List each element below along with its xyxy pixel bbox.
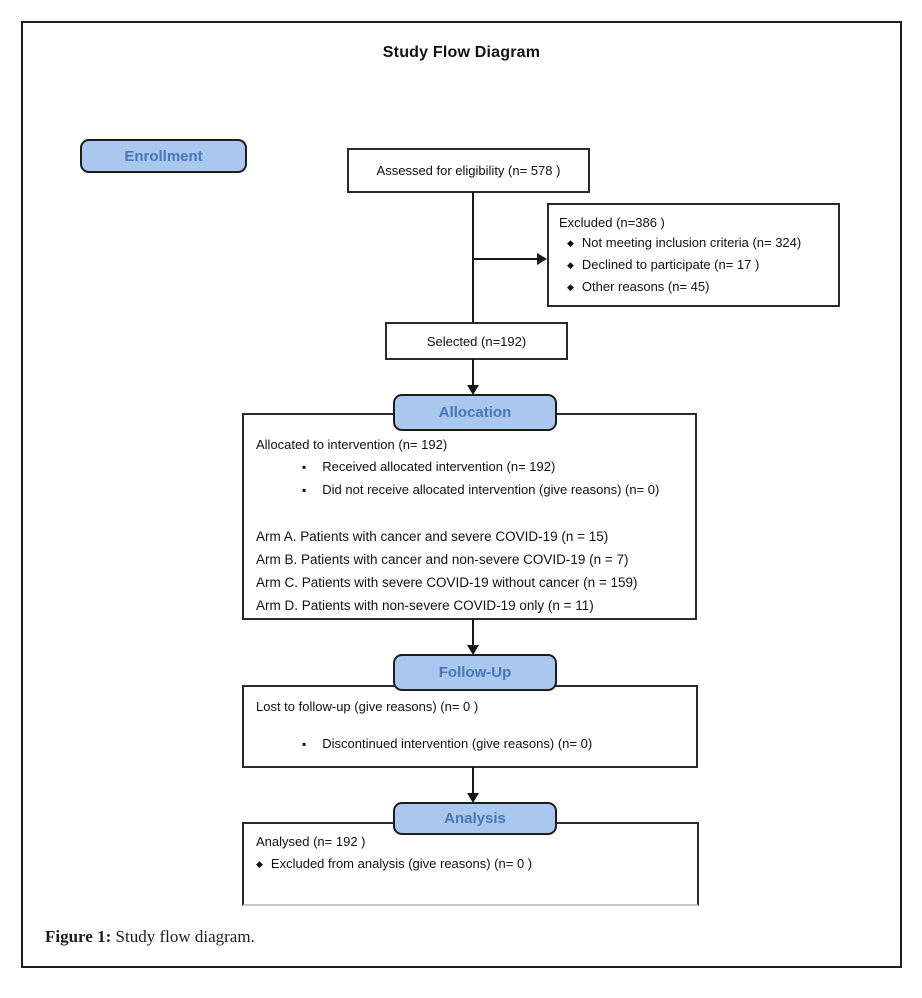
allocation-stage-text: Allocation — [438, 404, 512, 421]
allocation-bullet: ▪ Received allocated intervention (n= 19… — [302, 457, 687, 477]
followup-box: Lost to follow-up (give reasons) (n= 0 )… — [242, 685, 698, 768]
allocation-bullet: ▪ Did not receive allocated intervention… — [302, 480, 687, 500]
excluded-box: Excluded (n=386 ) ◆ Not meeting inclusio… — [547, 203, 840, 307]
analysis-box: Analysed (n= 192 ) ◆ Excluded from analy… — [242, 822, 699, 906]
square-bullet-icon: ▪ — [302, 483, 307, 497]
connector-selected-allocation — [472, 359, 474, 386]
square-bullet-icon: ▪ — [302, 460, 307, 474]
excluded-title: Excluded (n=386 ) — [559, 215, 665, 230]
enrollment-stage-label: Enrollment — [80, 139, 247, 173]
arm-b: Arm B. Patients with cancer and non-seve… — [256, 552, 629, 567]
excluded-item: ◆ Not meeting inclusion criteria (n= 324… — [567, 233, 830, 254]
allocation-line1: Allocated to intervention (n= 192) — [256, 437, 448, 452]
square-bullet-icon: ▪ — [302, 737, 307, 751]
excluded-item: ◆ Declined to participate (n= 17 ) — [567, 255, 830, 276]
arm-c: Arm C. Patients with severe COVID-19 wit… — [256, 575, 638, 590]
figure-caption-text: Study flow diagram. — [111, 927, 255, 946]
figure-caption: Figure 1: Study flow diagram. — [45, 927, 255, 947]
analysis-bullet: ◆ Excluded from analysis (give reasons) … — [256, 854, 689, 875]
arrowhead-allocation — [467, 385, 479, 395]
connector-followup-analysis — [472, 767, 474, 794]
assessed-box: Assessed for eligibility (n= 578 ) — [347, 148, 590, 193]
excluded-item: ◆ Other reasons (n= 45) — [567, 277, 830, 298]
diamond-bullet-icon: ◆ — [256, 859, 263, 869]
followup-line1: Lost to follow-up (give reasons) (n= 0 ) — [256, 699, 479, 714]
diamond-bullet-icon: ◆ — [567, 282, 574, 292]
followup-bullet: ▪ Discontinued intervention (give reason… — [302, 734, 688, 754]
connector-assessed-selected — [472, 192, 474, 322]
allocation-box: Allocated to intervention (n= 192) ▪ Rec… — [242, 413, 697, 620]
followup-stage-text: Follow-Up — [438, 664, 512, 681]
study-arms: Arm A. Patients with cancer and severe C… — [256, 525, 687, 617]
arrowhead-followup — [467, 645, 479, 655]
connector-allocation-followup — [472, 619, 474, 646]
enrollment-stage-text: Enrollment — [124, 147, 203, 165]
analysis-line1: Analysed (n= 192 ) — [256, 834, 366, 849]
selected-text: Selected (n=192) — [426, 333, 527, 349]
connector-excluded-branch — [473, 258, 539, 260]
diagram-title: Study Flow Diagram — [382, 44, 541, 61]
figure-caption-label: Figure 1: — [45, 927, 112, 946]
allocation-stage-label: Allocation — [393, 394, 557, 431]
analysis-stage-label: Analysis — [393, 802, 557, 835]
arrowhead-excluded — [537, 253, 547, 265]
diamond-bullet-icon: ◆ — [567, 260, 574, 270]
arm-a: Arm A. Patients with cancer and severe C… — [256, 529, 609, 544]
arrowhead-analysis — [467, 793, 479, 803]
analysis-stage-text: Analysis — [444, 810, 506, 827]
assessed-text: Assessed for eligibility (n= 578 ) — [376, 163, 561, 178]
diamond-bullet-icon: ◆ — [567, 238, 574, 248]
selected-box: Selected (n=192) — [385, 322, 568, 360]
arm-d: Arm D. Patients with non-severe COVID-19… — [256, 598, 594, 613]
followup-stage-label: Follow-Up — [393, 654, 557, 691]
